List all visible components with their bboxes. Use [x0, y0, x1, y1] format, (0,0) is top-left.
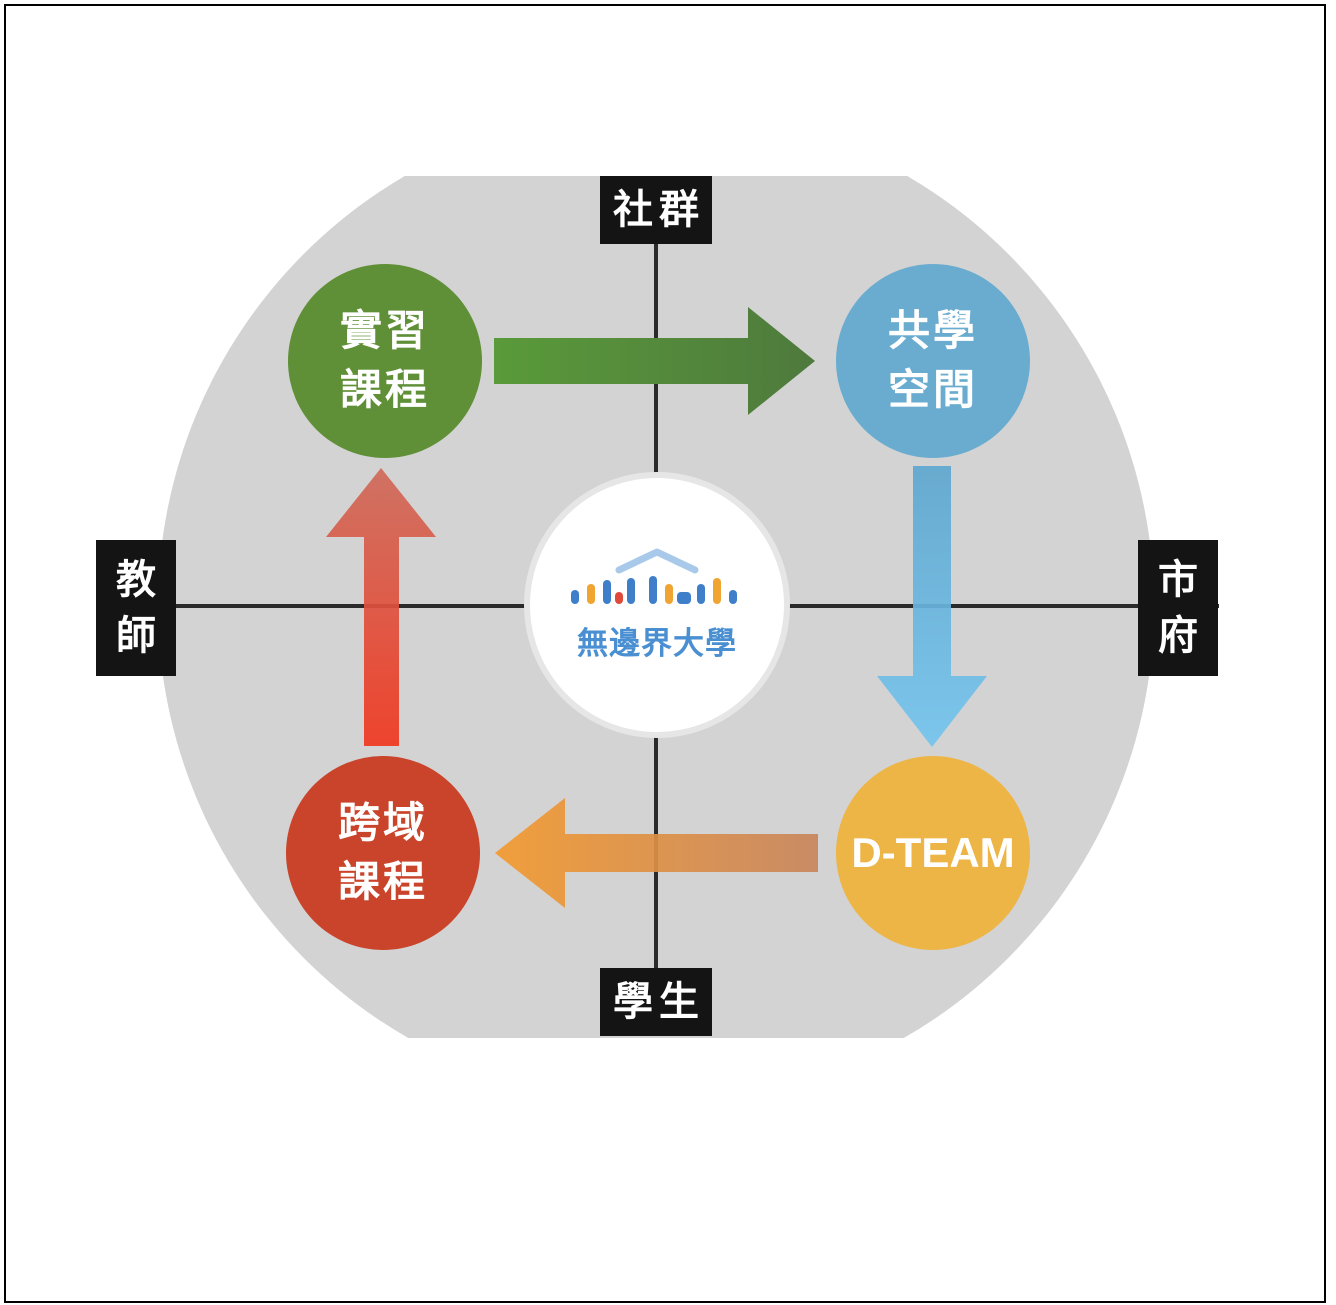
- node-internship-line-1: 實習: [339, 306, 430, 356]
- node-cross-domain-course: 跨域 課程: [286, 756, 480, 950]
- node-d-team: D-TEAM: [836, 756, 1030, 950]
- axis-label-left-char-1: 教: [116, 557, 156, 603]
- arrow-down-blue: [877, 466, 987, 747]
- node-crossdomain-line-2: 課程: [337, 857, 428, 906]
- node-crossdomain-line-1: 跨域: [337, 798, 428, 848]
- center-logo-badge: 無邊界大學: [530, 478, 784, 732]
- axis-label-right-char-1: 市: [1158, 557, 1198, 603]
- arrow-right-green: [494, 307, 815, 415]
- arrow-left-orange: [495, 798, 818, 908]
- node-d-team-label: D-TEAM: [851, 828, 1015, 876]
- node-colearning-line-1: 共學: [887, 306, 978, 356]
- axis-label-left: 教 師: [96, 540, 176, 676]
- node-internship-course: 實習 課程: [288, 264, 482, 458]
- node-colearning-space: 共學 空間: [836, 264, 1030, 458]
- axis-label-left-char-2: 師: [116, 613, 156, 659]
- axis-label-bottom: 學生: [600, 968, 712, 1036]
- node-internship-line-2: 課程: [339, 365, 430, 414]
- axis-label-right: 市 府: [1138, 540, 1218, 676]
- node-colearning-line-2: 空間: [887, 365, 978, 414]
- axis-label-top: 社群: [600, 176, 712, 244]
- arrow-up-red: [326, 468, 436, 746]
- axis-label-right-char-2: 府: [1158, 613, 1198, 659]
- center-logo-name: 無邊界大學: [577, 625, 737, 662]
- borderless-university-logo-icon: [571, 548, 737, 604]
